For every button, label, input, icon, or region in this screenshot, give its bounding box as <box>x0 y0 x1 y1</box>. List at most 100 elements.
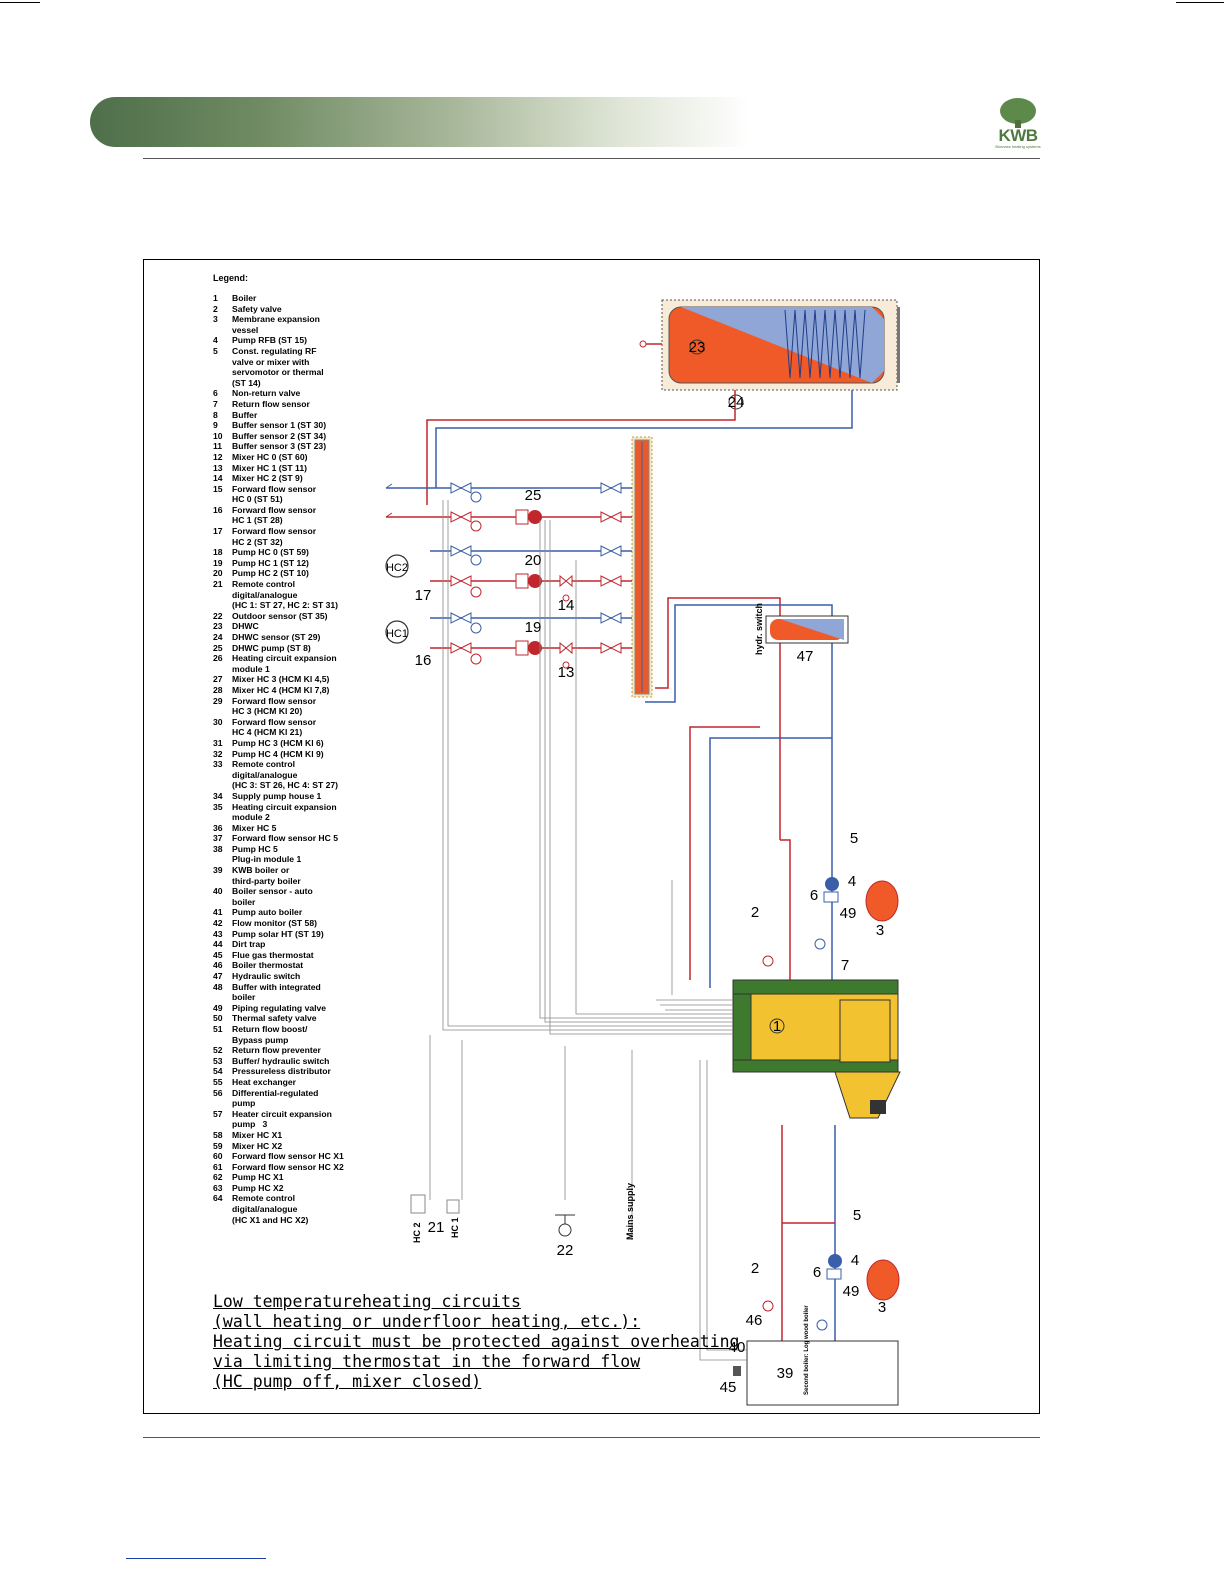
legend-number: 38 <box>213 843 223 854</box>
legend-number: 36 <box>213 822 223 833</box>
legend-number: 59 <box>213 1140 223 1151</box>
legend-text: DHWC pump (ST 8) <box>232 642 311 653</box>
legend-number: 50 <box>213 1013 223 1024</box>
label-2a: 2 <box>751 904 759 921</box>
footer-rule <box>143 1437 1040 1438</box>
legend-text: Mixer HC X2 <box>232 1140 283 1151</box>
legend-item: 24 DHWC sensor (ST 29) <box>213 632 373 643</box>
legend-number: 31 <box>213 737 223 748</box>
legend-title: Legend: <box>213 273 248 283</box>
legend-number: 24 <box>213 632 223 642</box>
legend-text: DHWC <box>232 621 259 632</box>
legend-text: Pump HC 1 (ST 12) <box>232 557 309 568</box>
label-23: 23 <box>689 339 706 356</box>
legend-number: 37 <box>213 833 223 844</box>
legend-number: 60 <box>213 1151 223 1162</box>
label-19: 19 <box>525 619 542 636</box>
legend-text: Forward flow sensor HC 3 (HCM Kl 20) <box>232 695 317 717</box>
legend-number: 42 <box>213 918 223 929</box>
legend-number: 39 <box>213 865 223 876</box>
legend-text: Mixer HC 4 (HCM Kl 7,8) <box>232 684 330 695</box>
legend-text: Forward flow sensor HC 2 (ST 32) <box>232 526 317 547</box>
legend-text: Remote control digital/analogue (HC 1: S… <box>232 579 339 611</box>
label-1: 1 <box>773 1018 781 1035</box>
legend-item: 4 Pump RFB (ST 15) <box>213 335 373 346</box>
legend-text: Piping regulating valve <box>232 1002 327 1013</box>
label-6a: 6 <box>810 887 818 904</box>
legend-text: DHWC sensor (ST 29) <box>232 632 321 642</box>
legend-number: 28 <box>213 684 223 695</box>
legend-text: Forward flow sensor HC 1 (ST 28) <box>232 504 317 526</box>
legend-number: 34 <box>213 790 223 801</box>
tree-icon <box>1000 98 1036 124</box>
legend-text: Remote control digital/analogue (HC X1 a… <box>232 1193 309 1225</box>
legend-number: 44 <box>213 939 223 950</box>
legend-text: Pump HC 5 Plug-in module 1 <box>232 843 302 865</box>
legend-text: Mixer HC 5 <box>232 822 277 833</box>
legend-number: 62 <box>213 1172 223 1183</box>
note-line: (HC pump off, mixer closed) <box>213 1372 482 1391</box>
legend-number: 9 <box>213 420 218 431</box>
legend-number: 43 <box>213 928 223 939</box>
remote-hc1-label: HC 1 <box>450 1217 460 1238</box>
legend-text: Differential-regulated pump <box>232 1087 319 1109</box>
note-line: Low temperatureheating circuits <box>213 1292 521 1311</box>
legend-text: Return flow sensor <box>232 398 310 409</box>
legend-number: 20 <box>213 568 223 579</box>
header-rule <box>143 158 1040 159</box>
legend-number: 22 <box>213 610 223 621</box>
legend-text: Thermal safety valve <box>232 1013 317 1024</box>
label-3a: 3 <box>876 922 884 939</box>
hc2-label: HC2 <box>386 562 408 574</box>
legend-number: 49 <box>213 1002 223 1013</box>
legend-number: 45 <box>213 949 223 960</box>
diagram-frame <box>143 259 1040 1414</box>
legend-number: 23 <box>213 621 223 632</box>
label-47: 47 <box>797 648 814 665</box>
label-20: 20 <box>525 552 542 569</box>
legend-text: KWB boiler or third-party boiler <box>232 865 301 886</box>
label-45: 45 <box>720 1379 737 1396</box>
expansion-vessel <box>866 1259 900 1301</box>
legend-number: 3 <box>213 314 218 325</box>
legend-number: 47 <box>213 971 223 981</box>
legend-text: Heating circuit expansion module 1 <box>232 653 337 674</box>
label-3b: 3 <box>878 1299 886 1316</box>
legend-number: 4 <box>213 335 218 346</box>
legend-number: 61 <box>213 1161 223 1172</box>
label-2b: 2 <box>751 1260 759 1277</box>
legend-number: 18 <box>213 547 223 558</box>
legend-text: Buffer/ hydraulic switch <box>232 1055 330 1066</box>
label-4a: 4 <box>848 873 856 890</box>
legend-text: Pump solar HT (ST 19) <box>232 928 324 939</box>
legend-text: Buffer sensor 3 (ST 23) <box>232 441 327 452</box>
logo-subtext: Biomass heating systems <box>995 144 1041 149</box>
label-21: 21 <box>428 1219 445 1236</box>
logo-text: KWB <box>998 126 1038 145</box>
label-13: 13 <box>558 664 575 681</box>
crop-mark <box>0 2 40 3</box>
legend-text: Flue gas thermostat <box>232 949 314 960</box>
legend-number: 46 <box>213 960 223 971</box>
legend-text: Boiler sensor - auto boiler <box>232 886 313 907</box>
legend-text: Pump RFB (ST 15) <box>232 335 307 346</box>
